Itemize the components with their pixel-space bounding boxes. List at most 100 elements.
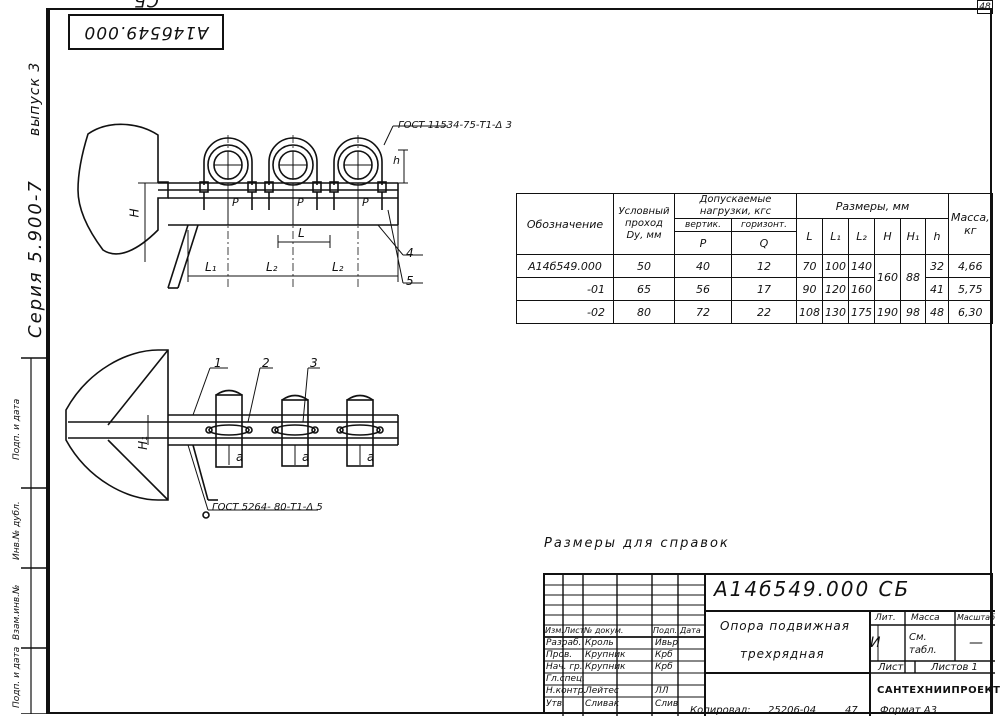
cell-designation: А14б549.000 bbox=[516, 254, 614, 278]
cell-H: 160 bbox=[874, 254, 901, 301]
th-mass: Масса, кг bbox=[948, 193, 993, 255]
mass-value: См. табл. bbox=[909, 632, 937, 656]
cell-H1: 98 bbox=[900, 300, 926, 324]
col-header-sign: Подп. bbox=[653, 626, 678, 635]
lit-value: И bbox=[870, 635, 881, 651]
callout-4: 4 bbox=[406, 246, 414, 260]
sidebar-field-1: Подп. и дата bbox=[12, 398, 22, 460]
th-P: P bbox=[674, 231, 732, 255]
cell-mass: 4,66 bbox=[948, 254, 993, 278]
role-6: Утв. bbox=[546, 699, 565, 709]
th-designation: Обозначение bbox=[516, 193, 614, 255]
table-row: А14б549.000 50 40 12 70 100 140 160 88 3… bbox=[516, 254, 993, 301]
sheets-label: Листов 1 bbox=[931, 662, 978, 673]
title-line-1: Опора подвижная bbox=[720, 619, 851, 633]
cell-H: 190 bbox=[874, 300, 901, 324]
callout-2: 2 bbox=[262, 356, 270, 370]
section-a-2: a bbox=[302, 450, 310, 464]
th-L: L bbox=[796, 218, 823, 255]
title-line-2: трехрядная bbox=[740, 647, 825, 661]
title-block: Изм. Лист № докум. Подп. Дата Разраб. Кр… bbox=[543, 573, 1000, 716]
th-loads: Допускаемые нагрузки, кгс bbox=[674, 193, 797, 219]
support-drawing bbox=[65, 123, 448, 519]
sign-5: ЛЛ bbox=[655, 686, 669, 696]
sidebar-field-4: Подп. и дата bbox=[12, 646, 22, 708]
sheet-label: Лист bbox=[878, 662, 904, 673]
th-h: h bbox=[925, 218, 949, 255]
load-P-1: P bbox=[232, 196, 239, 209]
footer-copied: Копировал: bbox=[690, 705, 751, 716]
name-3: Крупник bbox=[585, 662, 626, 672]
callout-3: 3 bbox=[310, 356, 318, 370]
footer-format: Формат А3 bbox=[880, 705, 937, 716]
role-2: Пров. bbox=[546, 650, 573, 660]
th-nominal: Условный проход Dу, мм bbox=[613, 193, 675, 255]
role-4: Гл.спец. bbox=[546, 674, 585, 684]
cell-L2: 175 bbox=[848, 300, 875, 324]
cell-L: 90 bbox=[796, 277, 823, 301]
th-L1: L₁ bbox=[822, 218, 849, 255]
cell-mass: 6,30 bbox=[948, 300, 993, 324]
page-number-box: 48 bbox=[977, 0, 993, 14]
cell-L: 108 bbox=[796, 300, 823, 324]
th-H: H bbox=[874, 218, 901, 255]
cell-du: 80 bbox=[613, 300, 675, 324]
page-number: 48 bbox=[979, 2, 991, 12]
callout-5: 5 bbox=[406, 274, 414, 288]
cell-du: 65 bbox=[613, 277, 675, 301]
issue-label: выпуск 3 bbox=[27, 61, 43, 136]
scale-value: — bbox=[969, 635, 983, 651]
stamp-code: А14б549.000 СБ bbox=[83, 0, 209, 42]
callout-1: 1 bbox=[214, 356, 222, 370]
reference-note: Размеры для справок bbox=[544, 536, 730, 551]
cell-L: 70 bbox=[796, 254, 823, 278]
name-2: Крупник bbox=[585, 650, 626, 660]
sidebar-field-3: Взам.инв.№ bbox=[12, 584, 22, 640]
dim-h: h bbox=[393, 154, 400, 167]
footer-order: 25206-04 bbox=[768, 705, 817, 716]
th-horizontal: горизонт. bbox=[731, 218, 797, 232]
sign-2: Крб bbox=[655, 650, 673, 660]
cell-mass: 5,75 bbox=[948, 277, 993, 301]
cell-L1: 120 bbox=[822, 277, 849, 301]
th-L2: L₂ bbox=[848, 218, 875, 255]
cell-du: 50 bbox=[613, 254, 675, 278]
name-6: Сливак bbox=[585, 699, 620, 709]
org-name: САНТЕХНИИПРОЕКТ bbox=[877, 685, 1000, 696]
cell-q: 17 bbox=[731, 277, 797, 301]
col-header-doc: № докум. bbox=[584, 626, 624, 635]
cell-designation: -02 bbox=[516, 300, 614, 324]
gost-top-label: ГОСТ 11534-75-Т1-Δ 3 bbox=[398, 120, 512, 131]
cell-L2: 160 bbox=[848, 277, 875, 301]
dim-L: L bbox=[298, 226, 305, 240]
mass-label: Масса bbox=[911, 613, 940, 623]
col-header-izm: Изм. bbox=[545, 626, 564, 635]
series-label: Серия 5.900-7 bbox=[25, 179, 46, 338]
sign-1: Ивьр bbox=[655, 638, 679, 648]
sign-3: Крб bbox=[655, 662, 673, 672]
sign-6: Слив bbox=[655, 699, 679, 709]
table-row: -02 80 72 22 108 130 175 190 98 48 6,30 bbox=[516, 300, 993, 324]
name-5: Лейтес bbox=[585, 686, 619, 696]
rotated-stamp: А14б549.000 СБ bbox=[68, 0, 224, 50]
dim-L2-b: L₂ bbox=[332, 260, 344, 274]
load-P-2: P bbox=[297, 196, 304, 209]
th-Q: Q bbox=[731, 231, 797, 255]
th-H1: H₁ bbox=[900, 218, 926, 255]
cell-p: 56 bbox=[674, 277, 732, 301]
section-a-3: a bbox=[367, 450, 375, 464]
dim-H1: H₁ bbox=[135, 436, 150, 450]
gost-bottom-label: ГОСТ 5264- 80-Т1-Δ 5 bbox=[212, 502, 323, 513]
cell-h: 48 bbox=[925, 300, 949, 324]
role-5: Н.контр. bbox=[546, 686, 587, 696]
cell-q: 12 bbox=[731, 254, 797, 278]
role-3: Нач. гр. bbox=[546, 662, 583, 672]
cell-h: 41 bbox=[925, 277, 949, 301]
cell-L2: 140 bbox=[848, 254, 875, 278]
footer-num: 47 bbox=[845, 705, 858, 716]
col-header-list: Лист bbox=[564, 626, 585, 635]
cell-L1: 130 bbox=[822, 300, 849, 324]
cell-q: 22 bbox=[731, 300, 797, 324]
cell-p: 72 bbox=[674, 300, 732, 324]
section-a-1: a bbox=[236, 450, 244, 464]
